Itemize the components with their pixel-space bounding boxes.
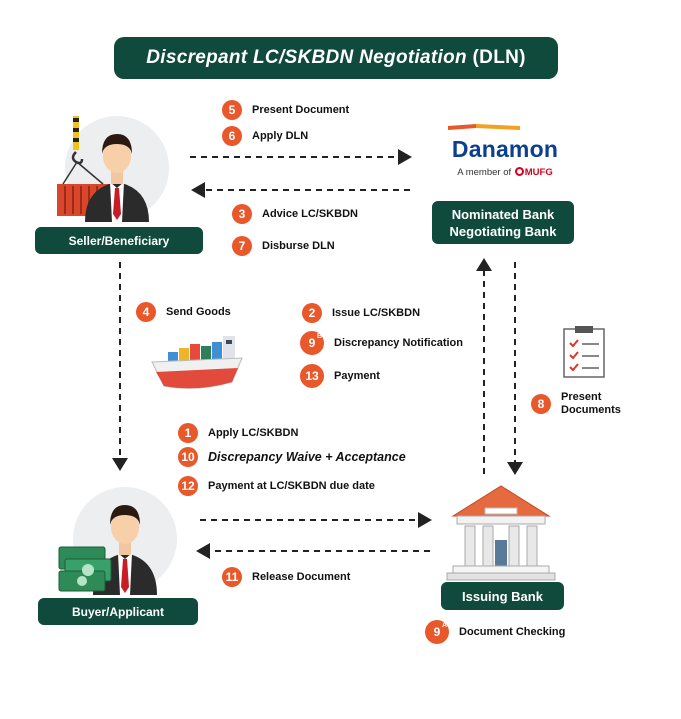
step-11-label: Release Document: [252, 571, 351, 583]
danamon-swoosh-icon: [448, 124, 520, 130]
step-6-badge: 6: [222, 126, 242, 146]
seller-illustration: [57, 116, 169, 222]
step-9b-label: Discrepancy Notification: [334, 337, 463, 349]
step-7: 7 Disburse DLN: [232, 236, 335, 256]
step-2-label: Issue LC/SKBDN: [332, 307, 421, 319]
issuing-bank-label: Issuing Bank: [441, 582, 564, 610]
step-4: 4 Send Goods: [136, 302, 231, 322]
money-stack-icon: [58, 546, 112, 592]
step-9b-sup: B: [316, 333, 322, 340]
step-8-label-line1: Present: [561, 391, 602, 403]
seller-person-icon: [85, 134, 149, 222]
step-10-badge: 10: [178, 447, 198, 467]
member-group: MUFG: [524, 167, 553, 178]
member-prefix: A member of: [457, 167, 512, 178]
step-13-label: Payment: [334, 370, 380, 382]
step-11: 11 Release Document: [222, 567, 350, 587]
step-13: 13 Payment: [300, 364, 380, 388]
step-12-badge: 12: [178, 476, 198, 496]
step-8-label-line2: Documents: [561, 404, 621, 416]
arrowhead-left-bottom: [196, 543, 210, 559]
step-10-label: Discrepancy Waive + Acceptance: [208, 450, 406, 464]
step-2-badge: 2: [302, 303, 322, 323]
arrowhead-left-top: [191, 182, 205, 198]
step-4-label: Send Goods: [166, 306, 231, 318]
step-3-badge: 3: [232, 204, 252, 224]
crane-hook-icon: [71, 116, 84, 165]
step-6-label: Apply DLN: [252, 130, 309, 142]
nominated-line1: Nominated Bank: [451, 206, 555, 222]
step-2: 2 Issue LC/SKBDN: [302, 303, 420, 323]
step-4-badge: 4: [136, 302, 156, 322]
nominated-negotiating-bank-label: Nominated Bank Negotiating Bank: [432, 201, 574, 244]
step-1: 1 Apply LC/SKBDN: [178, 423, 298, 443]
buyer-applicant-label: Buyer/Applicant: [38, 598, 198, 625]
arrowhead-down-right: [507, 462, 523, 475]
danamon-name: Danamon: [451, 136, 559, 162]
step-12: 12 Payment at LC/SKBDN due date: [178, 476, 375, 496]
step-13-badge: 13: [300, 364, 324, 388]
arrowhead-right-top: [398, 149, 412, 165]
title-italic: Discrepant LC/SKBDN Negotiation: [146, 47, 467, 68]
step-7-label: Disburse DLN: [262, 240, 335, 252]
step-11-badge: 11: [222, 567, 242, 587]
step-8-badge: 8: [531, 394, 551, 414]
danamon-logo: Danamon A member of MUFG: [440, 120, 570, 178]
arrowhead-up-right: [476, 258, 492, 271]
step-9a-label: Document Checking: [459, 626, 566, 638]
bank-building-icon: [446, 485, 556, 581]
nominated-line2: Negotiating Bank: [449, 223, 557, 239]
step-1-label: Apply LC/SKBDN: [208, 427, 299, 439]
step-5-badge: 5: [222, 100, 242, 120]
step-10: 10 Discrepancy Waive + Acceptance: [178, 447, 406, 467]
step-9b-num: 9: [308, 336, 316, 350]
step-1-badge: 1: [178, 423, 198, 443]
checklist-document-icon: [563, 326, 605, 378]
step-8-label: Present Documents: [561, 391, 621, 417]
buyer-illustration: [58, 487, 177, 595]
cargo-ship-icon: [151, 336, 243, 389]
mufg-icon: [514, 167, 524, 176]
step-3-label: Advice LC/SKBDN: [262, 208, 358, 220]
step-5: 5 Present Document: [222, 100, 349, 120]
seller-beneficiary-label: Seller/Beneficiary: [35, 227, 203, 254]
arrowhead-down-left: [112, 458, 128, 471]
step-9a-sup: A: [441, 622, 447, 629]
title-plain: (DLN): [472, 47, 526, 68]
step-5-label: Present Document: [252, 104, 350, 116]
step-9a-num: 9: [433, 625, 441, 639]
danamon-member-line: A member of MUFG: [440, 167, 570, 178]
step-6: 6 Apply DLN: [222, 126, 308, 146]
step-7-badge: 7: [232, 236, 252, 256]
page-title: Discrepant LC/SKBDN Negotiation (DLN): [114, 37, 558, 79]
step-3: 3 Advice LC/SKBDN: [232, 204, 358, 224]
step-12-label: Payment at LC/SKBDN due date: [208, 480, 375, 492]
step-8: 8 Present Documents: [531, 391, 621, 417]
arrowhead-right-bottom: [418, 512, 432, 528]
